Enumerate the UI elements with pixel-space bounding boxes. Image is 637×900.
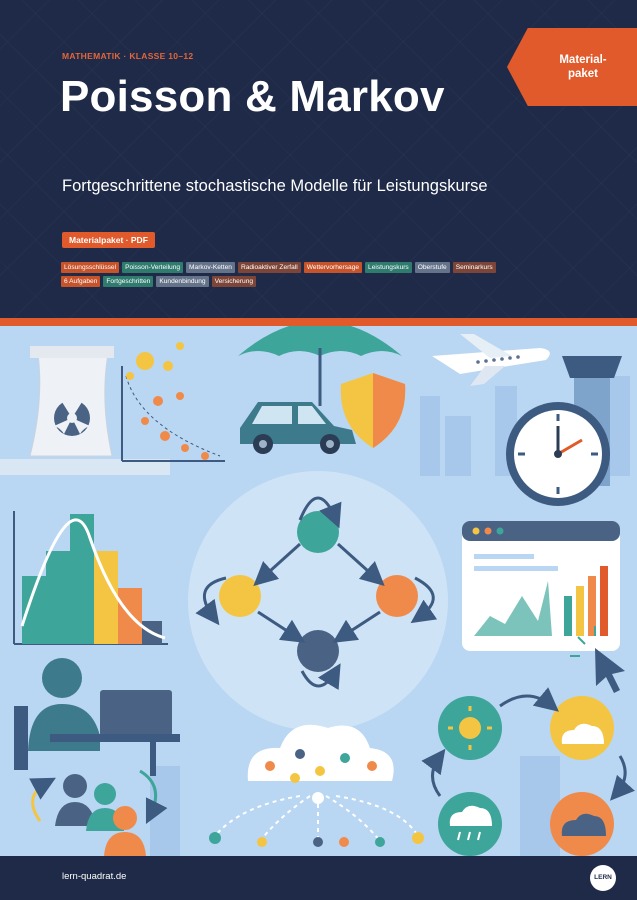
tag-list: Lösungsschlüssel Poisson-Verteilung Mark…	[61, 262, 521, 287]
tag: Seminarkurs	[452, 262, 496, 273]
tag: Fortgeschritten	[103, 276, 154, 287]
footer-url[interactable]: lern-quadrat.de	[62, 871, 127, 882]
cursor-icon	[570, 626, 625, 693]
tag: Lösungsschlüssel	[61, 262, 120, 273]
ribbon-line-2: paket	[567, 68, 599, 80]
airplane-icon	[432, 334, 550, 386]
tag: Markov-Ketten	[186, 262, 235, 273]
umbrella-icon	[238, 326, 402, 406]
accent-band	[0, 318, 637, 326]
dashboard-chart-icon	[462, 521, 620, 651]
cover-header: MATHEMATIK · KLASSE 10–12 Poisson & Mark…	[0, 0, 637, 318]
cloud-data-icon	[209, 724, 424, 847]
tag: Kundenbindung	[156, 276, 209, 287]
subject-kicker: MATHEMATIK · KLASSE 10–12	[62, 51, 194, 61]
car-icon	[240, 402, 356, 454]
page-subtitle: Fortgeschrittene stochastische Modelle f…	[62, 177, 488, 195]
clock-icon	[506, 402, 610, 506]
nuclear-plant-icon	[0, 346, 170, 475]
tag: Poisson-Verteilung	[122, 262, 184, 273]
markov-graph-icon	[188, 471, 448, 731]
people-cycle-icon	[29, 769, 168, 856]
cover-illustration	[0, 326, 637, 856]
tag: Wettervorhersage	[303, 262, 363, 273]
tag: Oberstufe	[414, 262, 450, 273]
ribbon-line-1: Material-	[559, 54, 607, 66]
shield-icon	[340, 373, 406, 448]
weather-cycle-icon	[421, 687, 635, 856]
format-badge: Materialpaket · PDF	[62, 232, 155, 248]
ribbon-label: Material-paket	[535, 53, 631, 81]
histogram-icon	[13, 511, 168, 645]
tag: 6 Aufgaben	[61, 276, 101, 287]
decay-scatter-icon	[121, 342, 225, 462]
brand-logo: LERN	[590, 865, 616, 891]
tag: Radioaktiver Zerfall	[237, 262, 301, 273]
person-laptop-icon	[14, 658, 180, 776]
page-title: Poisson & Markov	[60, 72, 445, 121]
material-ribbon: Material-paket	[507, 28, 637, 106]
tag: Leistungskurs	[365, 262, 412, 273]
footer: lern-quadrat.de LERN	[0, 856, 637, 900]
tag: Versicherung	[211, 276, 257, 287]
